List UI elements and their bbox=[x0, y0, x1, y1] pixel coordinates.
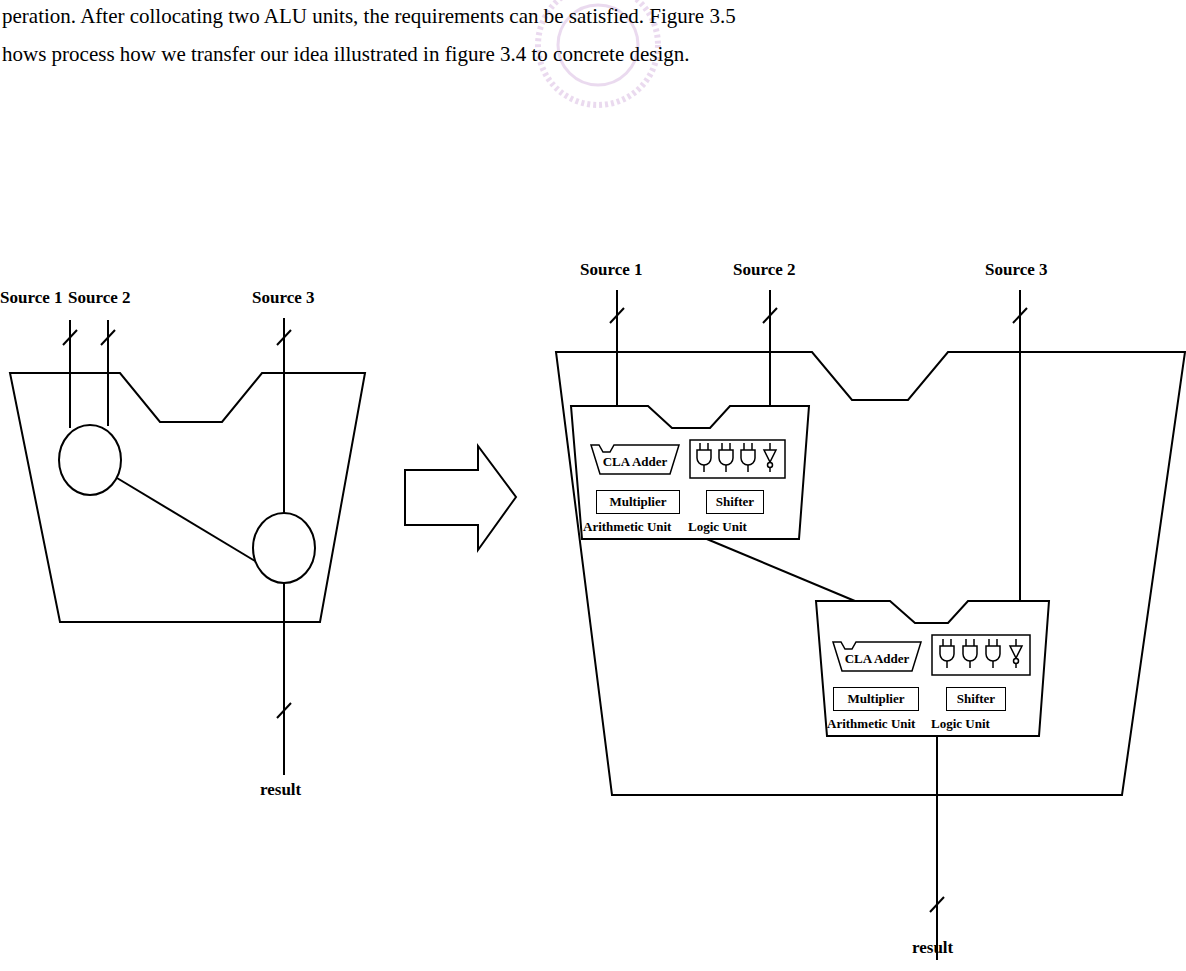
box-label: Multiplier bbox=[847, 691, 904, 707]
logic-gate-icons bbox=[690, 440, 1030, 675]
source-label: Source 2 bbox=[68, 288, 131, 308]
result-label: result bbox=[912, 938, 953, 958]
function-box: Shifter bbox=[706, 490, 764, 514]
alu-unit: Arithmetic Unit Logic Unit CLA AdderMultip… bbox=[815, 600, 1050, 737]
body-text: peration. After collocating two ALU unit… bbox=[2, 4, 736, 29]
box-label: CLA Adder bbox=[603, 454, 668, 470]
cla-adder: CLA Adder bbox=[832, 640, 922, 672]
left-figure bbox=[10, 318, 365, 775]
function-box: Multiplier bbox=[833, 687, 919, 711]
source-label: Source 1 bbox=[580, 260, 643, 280]
unit-caption: Arithmetic Unit bbox=[827, 716, 915, 732]
alu-unit: Arithmetic Unit Logic Unit CLA AdderMultip… bbox=[570, 405, 810, 540]
body-text: hows process how we transfer our idea il… bbox=[2, 42, 690, 67]
function-box: Shifter bbox=[946, 687, 1006, 711]
result-label: result bbox=[260, 780, 301, 800]
unit-caption: Logic Unit bbox=[931, 716, 990, 732]
source-label: Source 1 bbox=[0, 288, 63, 308]
box-label: Shifter bbox=[716, 494, 754, 510]
source-label: Source 3 bbox=[252, 288, 315, 308]
unit-caption: Arithmetic Unit bbox=[583, 519, 671, 535]
function-box: Multiplier bbox=[596, 490, 680, 514]
box-label: CLA Adder bbox=[845, 651, 910, 667]
cla-adder: CLA Adder bbox=[590, 443, 680, 475]
transform-arrow bbox=[405, 446, 516, 550]
source-label: Source 3 bbox=[985, 260, 1048, 280]
connector bbox=[707, 539, 855, 601]
box-label: Shifter bbox=[957, 691, 995, 707]
unit-caption: Logic Unit bbox=[688, 519, 747, 535]
box-label: Multiplier bbox=[609, 494, 666, 510]
right-figure bbox=[556, 290, 1185, 960]
source-label: Source 2 bbox=[733, 260, 796, 280]
